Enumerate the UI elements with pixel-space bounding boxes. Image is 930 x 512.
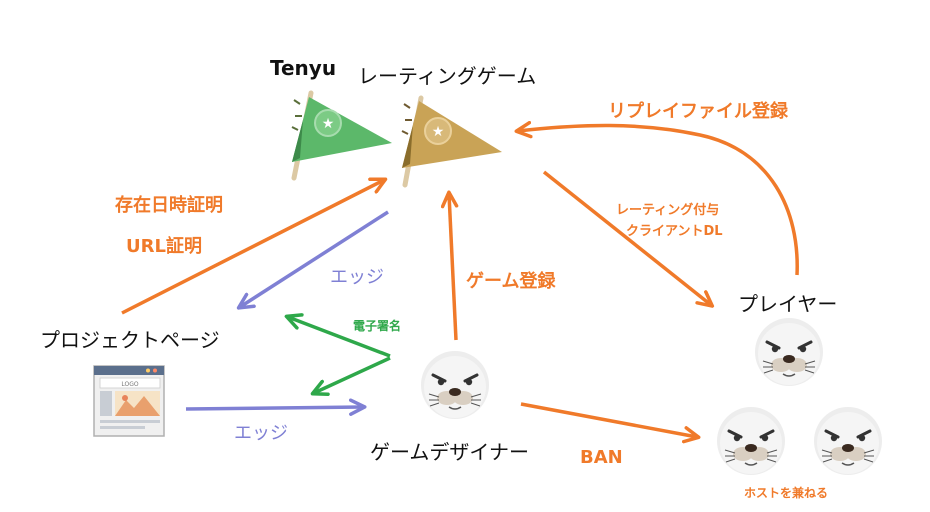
flag-icon: ★ <box>291 90 392 181</box>
svg-text:★: ★ <box>432 124 445 140</box>
edge-mockup-to-designer-blue <box>185 398 367 416</box>
host-combined-label: ホストを兼ねる <box>744 486 829 500</box>
game-register-label: ゲーム登録 <box>466 271 556 292</box>
seal-icon <box>753 316 825 388</box>
player-label: プレイヤー <box>738 292 838 316</box>
url-proof-label: URL証明 <box>126 236 202 257</box>
replay-register-label: リプレイファイル登録 <box>608 101 788 122</box>
flag-icon: ★ <box>401 95 502 188</box>
edge-upper-label: エッジ <box>330 267 384 288</box>
edge-lower-label: エッジ <box>234 423 288 444</box>
ban-label: BAN <box>580 447 623 468</box>
rating-grant-label-2: クライアントDL <box>626 224 723 239</box>
edge-designer-to-hosts-orange <box>520 402 701 444</box>
seal-icon <box>715 405 787 477</box>
game-designer-label: ゲームデザイナー <box>370 440 529 464</box>
edge-game-to-player-orange <box>542 170 715 308</box>
tenyu-label: Tenyu <box>270 56 337 80</box>
timestamp-proof-label: 存在日時証明 <box>115 195 223 216</box>
edge-player-to-game-curve <box>514 120 799 276</box>
svg-text:★: ★ <box>322 116 335 132</box>
seal-icon <box>419 349 491 421</box>
edge-designer-to-game-orange <box>440 190 459 341</box>
rating-game-label: レーティングゲーム <box>358 64 537 88</box>
edge-designer-to-project-green <box>284 313 391 358</box>
seal-icon <box>812 405 884 477</box>
rating-grant-label-1: レーティング付与 <box>616 203 720 218</box>
edge-designer-to-project-green-2 <box>310 356 391 396</box>
edge-project-to-game-orange <box>121 177 388 315</box>
signature-label: 電子署名 <box>353 319 402 333</box>
mockup-logo-text: LOGO <box>121 381 139 388</box>
project-page-label: プロジェクトページ <box>40 328 220 352</box>
edge-game-to-project-blue <box>236 210 389 310</box>
webpage-icon: LOGO <box>93 365 165 437</box>
